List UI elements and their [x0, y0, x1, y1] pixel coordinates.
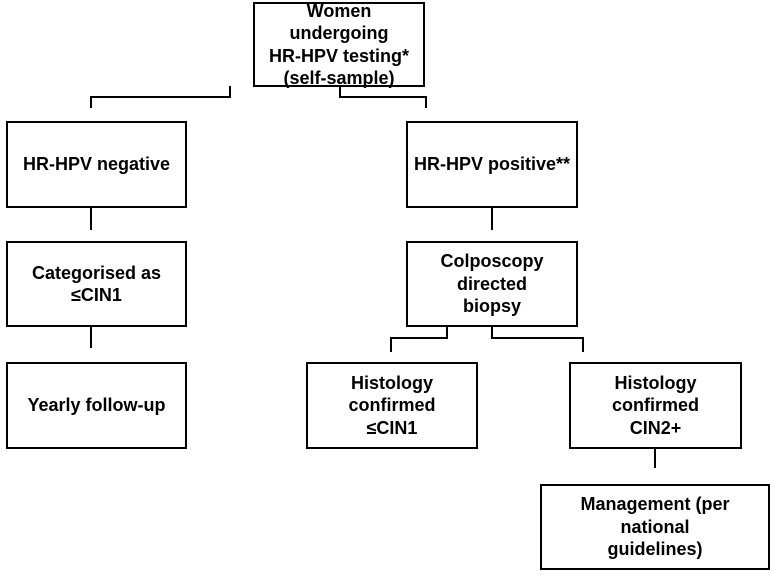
node-root: Women undergoing HR-HPV testing* (self-s…: [253, 1, 425, 88]
connector-colposcopy-to-cin2: [491, 326, 584, 352]
connector-colposcopy-to-cin1: [390, 326, 448, 352]
node-hpv-positive: HR-HPV positive**: [406, 121, 578, 208]
connector-root-to-positive: [339, 86, 427, 108]
connector-root-to-negative: [90, 86, 231, 108]
node-categorised: Categorised as ≤CIN1: [6, 241, 187, 327]
node-yearly-followup: Yearly follow-up: [6, 362, 187, 449]
node-histology-cin2: Histology confirmed CIN2+: [569, 362, 742, 449]
node-histology-cin1: Histology confirmed ≤CIN1: [306, 362, 478, 449]
node-hpv-negative: HR-HPV negative: [6, 121, 187, 208]
node-colposcopy: Colposcopy directed biopsy: [406, 241, 578, 327]
node-management: Management (per national guidelines): [540, 484, 770, 570]
